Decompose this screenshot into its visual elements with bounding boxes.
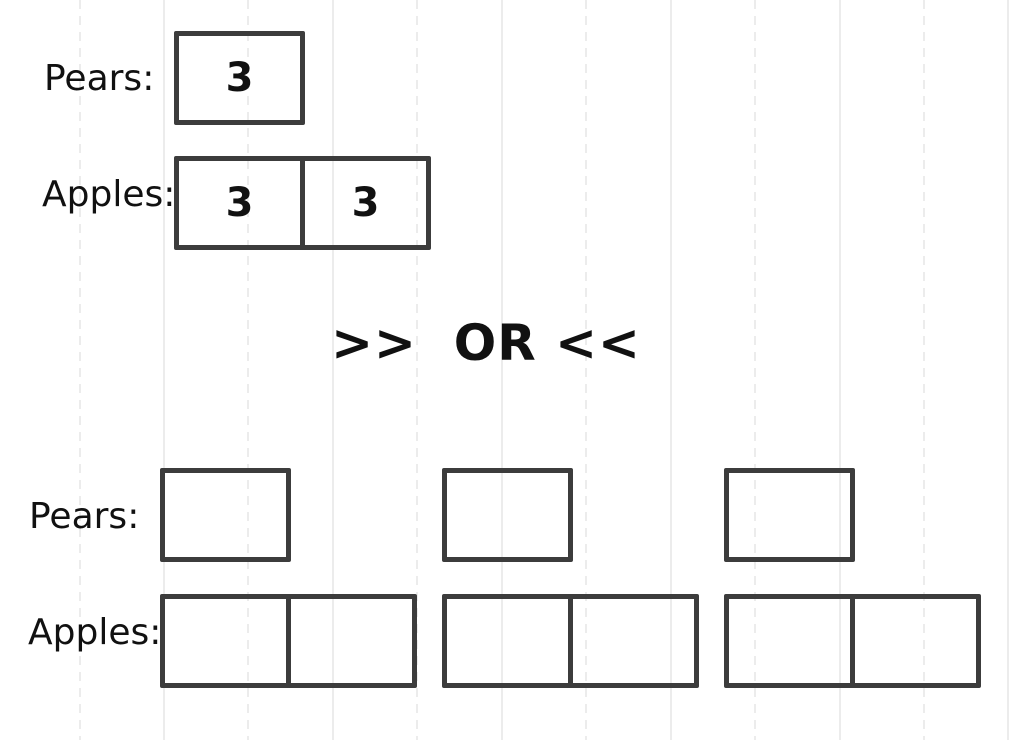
top-pears-box: 3 [174, 31, 305, 125]
bottom-pears-box-2 [442, 468, 573, 562]
bottom-apples-divider-1 [286, 594, 291, 688]
top-pears-label: Pears: [44, 58, 155, 99]
bottom-pears-label: Pears: [29, 496, 140, 537]
top-apples-label: Apples: [42, 174, 176, 215]
bottom-apples-label: Apples: [28, 612, 162, 653]
top-apples-box-2: 3 [300, 156, 431, 250]
or-separator: >> OR << [331, 314, 641, 372]
bottom-pears-box-1 [160, 468, 291, 562]
bottom-apples-divider-3 [850, 594, 855, 688]
bottom-apples-divider-2 [568, 594, 573, 688]
top-apples-box-1: 3 [174, 156, 305, 250]
bottom-pears-box-3 [724, 468, 855, 562]
